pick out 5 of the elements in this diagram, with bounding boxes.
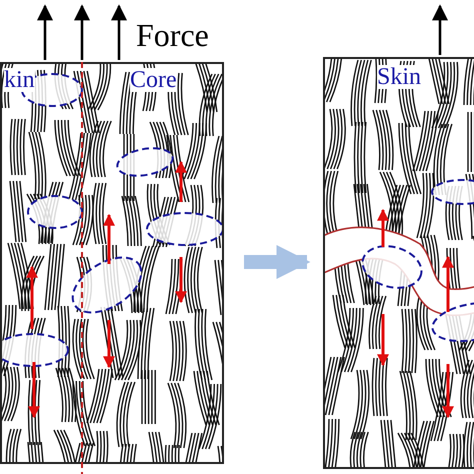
force-label: Force [136,18,209,52]
process-arrow [244,245,310,279]
region-label: kin [4,68,35,92]
region-label: Core [130,68,177,92]
region-label: Skin [377,65,422,89]
